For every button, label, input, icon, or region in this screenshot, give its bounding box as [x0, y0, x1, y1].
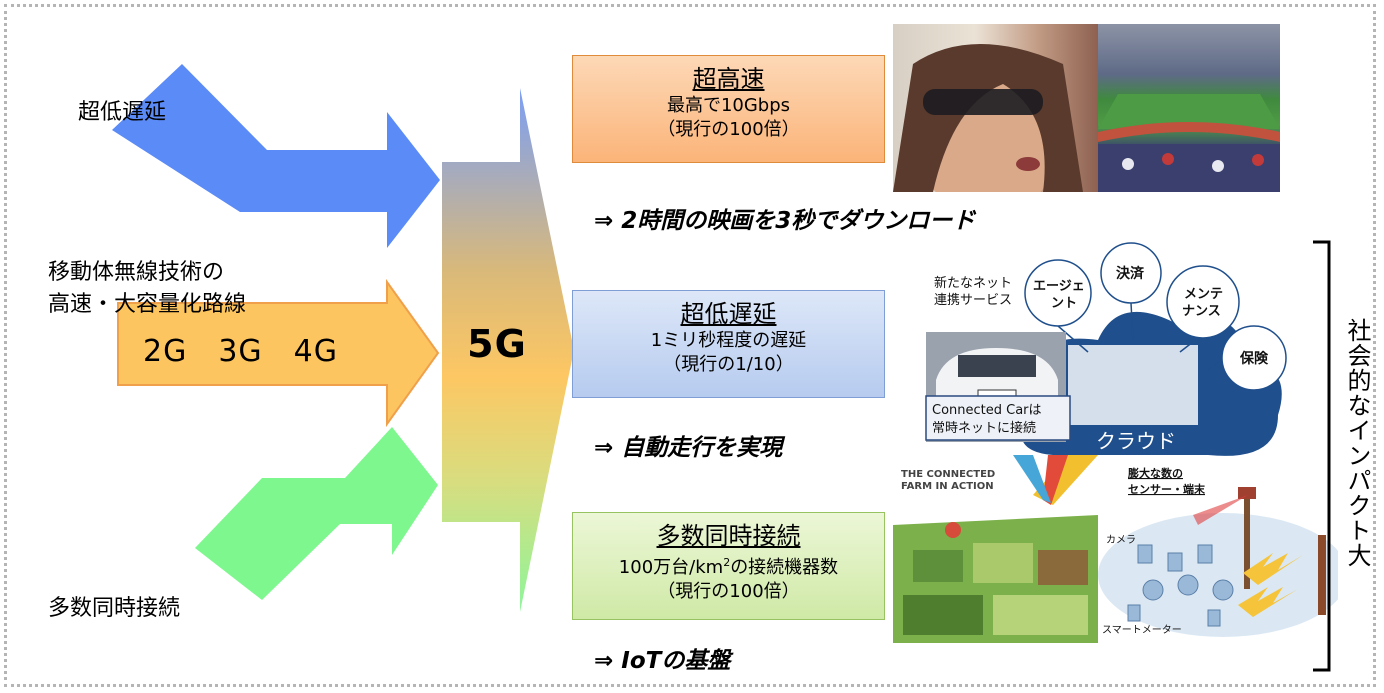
- connected-farm-illustration: THE CONNECTED FARM IN ACTION: [893, 455, 1098, 643]
- result-iot: ⇒ IoTの基盤: [594, 648, 731, 674]
- svg-text:FARM IN ACTION: FARM IN ACTION: [901, 481, 994, 492]
- svg-text:連携サービス: 連携サービス: [934, 292, 1012, 308]
- svg-text:ナンス: ナンス: [1182, 304, 1221, 319]
- feature-title: 超高速: [692, 65, 765, 93]
- sensor-text-camera: カメラ: [1106, 534, 1136, 546]
- feature-line1: 1ミリ秒程度の遅延: [650, 330, 807, 351]
- feature-line1: 最高で10Gbps: [666, 95, 791, 116]
- feature-box-massive-connection: 多数同時接続 100万台/km2の接続機器数 （現行の100倍）: [572, 512, 885, 620]
- svg-text:センサー・端末: センサー・端末: [1128, 482, 1206, 496]
- cloud-text-insurance: 保険: [1239, 350, 1269, 367]
- label-massive-connection-left: 多数同時接続: [48, 596, 181, 621]
- feature-line1: 100万台/km2の接続機器数: [618, 556, 839, 578]
- cloud-text-payment: 決済: [1116, 265, 1145, 282]
- result-high-speed: ⇒ 2時間の映画を3秒でダウンロード: [594, 208, 976, 234]
- connected-car-caption-box: [925, 395, 1071, 441]
- svg-text:ント: ント: [1051, 296, 1077, 311]
- feature-box-high-speed: 超高速 最高で10Gbps （現行の100倍）: [572, 55, 885, 163]
- feature-line2: （現行の100倍）: [657, 119, 800, 140]
- feature-line2: （現行の1/10）: [663, 354, 794, 375]
- photo-woman-smart-glasses: [893, 24, 1098, 192]
- result-low-latency: ⇒ 自動走行を実現: [594, 435, 783, 461]
- cloud-text-agent: エージェ: [1033, 279, 1085, 294]
- sensor-title: 膨大な数の: [1127, 466, 1183, 480]
- impact-label: 社会的なインパクト大: [1343, 318, 1371, 568]
- arrow-blue: [112, 64, 440, 248]
- feature-title: 多数同時接続: [656, 522, 801, 550]
- cloud-text-new-services: 新たなネット: [934, 275, 1012, 291]
- label-generations: 2G 3G 4G: [143, 334, 339, 369]
- sensors-illustration: 膨大な数の センサー・端末 カメラ スマートメーター: [1098, 455, 1338, 655]
- sensor-text-meter: スマートメーター: [1102, 624, 1182, 636]
- arrow-orange: [117, 278, 440, 428]
- feature-line2: （現行の100倍）: [657, 581, 800, 602]
- photo-stadium: [1098, 24, 1280, 192]
- svg-text:常時ネットに接続: 常時ネットに接続: [932, 420, 1036, 436]
- cloud-text-connected-car: Connected Carは: [932, 403, 1042, 418]
- feature-box-low-latency: 超低遅延 1ミリ秒程度の遅延 （現行の1/10）: [572, 290, 885, 398]
- stadium-illustration: [1098, 94, 1280, 192]
- dotted-frame: [4, 4, 1376, 687]
- cloud-text-maintenance: メンテ: [1184, 287, 1223, 302]
- label-mobile-tech-2: 高速・大容量化路線: [48, 292, 247, 317]
- cloud-text-cloud: クラウド: [1096, 429, 1176, 453]
- woman-illustration: [893, 44, 1083, 192]
- label-ultra-low-latency-left: 超低遅延: [78, 100, 167, 125]
- impact-bracket: [1313, 240, 1331, 672]
- arrow-green: [195, 427, 438, 600]
- feature-title: 超低遅延: [680, 300, 777, 328]
- label-5g: 5G: [467, 322, 527, 366]
- 5g-shape: [442, 88, 574, 612]
- cloud-connected-car-diagram: 新たなネット 連携サービス エージェ ント 決済 メンテ ナンス 保険 Conn…: [925, 242, 1287, 456]
- label-mobile-tech-1: 移動体無線技術の: [48, 260, 225, 285]
- farm-title: THE CONNECTED: [901, 469, 995, 480]
